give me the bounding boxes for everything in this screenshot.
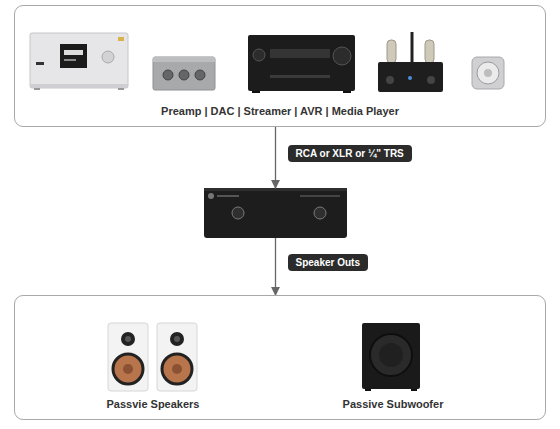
avr-device: [248, 35, 355, 93]
edge-label: Speaker Outs: [288, 254, 368, 271]
media-player-device: [472, 57, 504, 89]
signal-arrow: [275, 238, 276, 295]
source-panel: Preamp | DAC | Streamer | AVR | Media Pl…: [14, 5, 546, 127]
node-label: Preamp | DAC | Streamer | AVR | Media Pl…: [161, 105, 399, 117]
node-label: Passive Subwoofer: [313, 398, 473, 410]
passive-subwoofer: [362, 323, 420, 391]
tube-amp-device: [378, 32, 443, 92]
passive-speakers: [108, 323, 197, 391]
node-label: Passvie Speakers: [73, 398, 233, 410]
signal-arrow: [275, 127, 276, 188]
dac-device: [153, 57, 215, 90]
output-panel: Passvie Speakers Passive Subwoofer: [14, 295, 546, 420]
edge-label: RCA or XLR or ¼" TRS: [288, 145, 412, 162]
amplifier-unit: [204, 188, 347, 238]
streamer-device: [30, 33, 128, 90]
amplifier-box: [204, 188, 347, 238]
